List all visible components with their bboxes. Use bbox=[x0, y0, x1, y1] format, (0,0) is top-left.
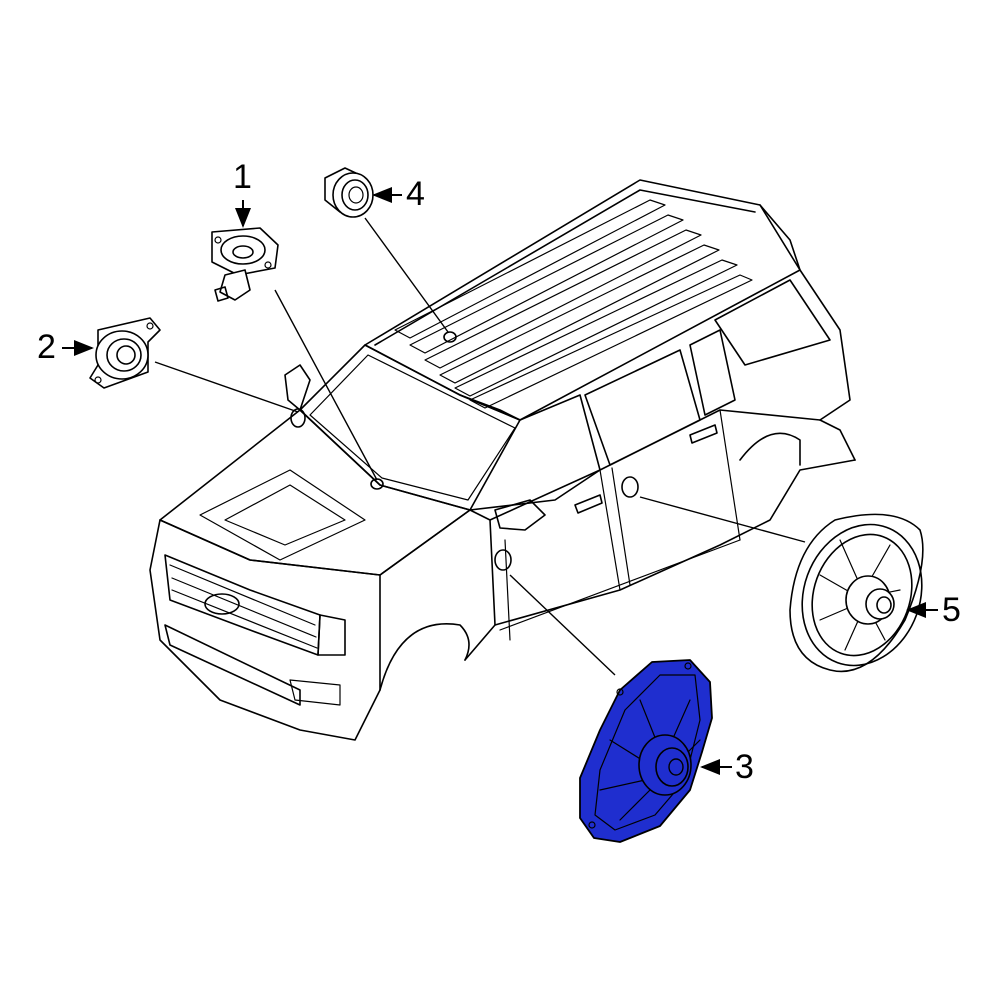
vehicle-outline bbox=[149, 179, 856, 741]
callout-label-3: 3 bbox=[735, 748, 754, 786]
callout-label-2: 2 bbox=[37, 328, 56, 366]
speaker-location-3 bbox=[494, 549, 512, 571]
callout-label-1: 1 bbox=[233, 158, 252, 196]
part-2-dash-speaker[interactable] bbox=[89, 317, 161, 389]
part-4-roof-speaker[interactable] bbox=[324, 167, 374, 218]
leader-lines bbox=[154, 217, 806, 676]
speaker-location-2 bbox=[290, 408, 306, 428]
callout-arrows bbox=[62, 187, 938, 775]
part-5-door-speaker[interactable] bbox=[783, 508, 941, 683]
speaker-location-4 bbox=[443, 331, 457, 343]
part-1-tweeter[interactable] bbox=[211, 227, 279, 302]
callout-label-5: 5 bbox=[942, 591, 961, 629]
speaker-location-1 bbox=[370, 478, 384, 490]
part-3-rear-speaker[interactable] bbox=[579, 659, 713, 843]
speaker-location-5 bbox=[621, 476, 639, 498]
callout-label-4: 4 bbox=[406, 175, 425, 213]
